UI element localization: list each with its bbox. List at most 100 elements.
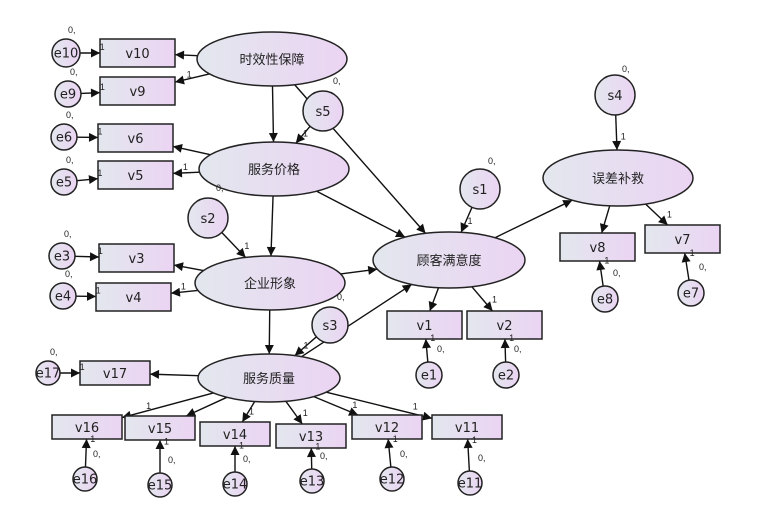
error-circle <box>72 466 98 492</box>
error-term-e9[interactable]: e9 <box>54 80 82 108</box>
error-term-e15[interactable]: e15 <box>147 472 173 498</box>
latent-variable-L_image[interactable]: 企业形象 <box>194 255 346 311</box>
variance-label: 0, <box>65 269 73 279</box>
error-circle <box>54 80 82 108</box>
observed-variable-v16[interactable]: v16 <box>51 414 123 440</box>
error-term-e4[interactable]: e4 <box>49 282 77 310</box>
path-arrow-e2-to-v2 <box>500 338 510 363</box>
error-term-e8[interactable]: e8 <box>591 285 619 313</box>
path-arrow-L_satis-to-v2 <box>471 286 494 312</box>
error-circle <box>677 279 705 307</box>
error-term-e6[interactable]: e6 <box>50 123 78 151</box>
error-term-e2[interactable]: e2 <box>492 361 520 389</box>
observed-variable-v17[interactable]: v17 <box>79 360 151 386</box>
latent-variable-L_time[interactable]: 时效性保障 <box>196 31 348 87</box>
error-term-e10[interactable]: e10 <box>51 38 81 68</box>
path-coefficient-label: 1 <box>97 168 102 178</box>
observed-box <box>97 160 174 190</box>
observed-variable-v12[interactable]: v12 <box>351 414 423 440</box>
variance-label: 0, <box>622 64 630 74</box>
path-coefficient-label: 1 <box>90 434 95 444</box>
disturbance-s2[interactable]: s2 <box>187 197 229 239</box>
latent-ellipse <box>194 255 346 311</box>
error-term-e13[interactable]: e13 <box>299 468 325 494</box>
path-coefficient-label: 1 <box>164 436 169 446</box>
observed-variable-v6[interactable]: v6 <box>97 123 174 153</box>
path-arrow-e8-to-v8 <box>596 260 606 287</box>
observed-variable-v7[interactable]: v7 <box>644 224 721 254</box>
disturbance-s3[interactable]: s3 <box>311 306 349 344</box>
observed-variable-v1[interactable]: v1 <box>386 310 463 340</box>
observed-variable-v13[interactable]: v13 <box>275 423 347 449</box>
latent-variable-L_satis[interactable]: 顾客满意度 <box>372 231 526 289</box>
path-coefficient-label: 1 <box>690 248 695 258</box>
latent-variable-L_remedy[interactable]: 误差补救 <box>542 149 694 207</box>
error-circle <box>50 123 78 151</box>
latent-label: 企业形象 <box>244 276 296 292</box>
observed-variable-v2[interactable]: v2 <box>466 310 543 340</box>
variance-label: 0, <box>478 453 486 463</box>
path-arrow-L_quality-to-v14 <box>241 401 256 423</box>
path-arrow-e11-to-v11 <box>463 438 473 472</box>
error-term-e11[interactable]: e11 <box>457 470 483 496</box>
path-arrow-L_quality-to-v15 <box>185 396 228 417</box>
disturbance-s5[interactable]: s5 <box>302 90 344 132</box>
error-term-e1[interactable]: e1 <box>415 361 443 389</box>
path-arrow-L_quality-to-v13 <box>285 400 303 425</box>
observed-label: v1 <box>417 319 433 334</box>
path-arrow-L_image-to-v4 <box>170 287 198 297</box>
variance-label: 0, <box>320 451 328 461</box>
path-coefficient-label: 1 <box>604 256 609 266</box>
observed-variable-v3[interactable]: v3 <box>98 243 175 273</box>
observed-box <box>351 414 423 440</box>
disturbance-circle <box>187 197 229 239</box>
observed-label: v16 <box>75 421 99 436</box>
variance-label: 0, <box>514 344 522 354</box>
variance-label: 0, <box>437 344 445 354</box>
observed-variable-v4[interactable]: v4 <box>95 282 172 312</box>
path-arrow-e16-to-v16 <box>81 438 91 468</box>
path-arrow-L_time-to-v10 <box>174 50 198 60</box>
error-label: e17 <box>36 367 61 382</box>
latent-ellipse <box>196 31 348 87</box>
observed-box <box>386 310 463 340</box>
variance-label: 0, <box>168 455 176 465</box>
latent-variable-L_quality[interactable]: 服务质量 <box>197 353 341 403</box>
path-arrow-s4-to-L_remedy <box>612 114 622 151</box>
observed-variable-v11[interactable]: v11 <box>431 414 503 440</box>
error-term-e16[interactable]: e16 <box>72 466 98 492</box>
observed-variable-v8[interactable]: v8 <box>559 232 636 262</box>
variance-label: 0, <box>699 262 707 272</box>
observed-box <box>124 415 196 441</box>
observed-box <box>431 414 503 440</box>
path-coefficient-label: 1 <box>667 209 672 219</box>
latent-variable-L_price[interactable]: 服务价格 <box>198 141 350 197</box>
error-term-e5[interactable]: e5 <box>50 168 78 196</box>
error-term-e14[interactable]: e14 <box>222 471 248 497</box>
observed-box <box>199 421 271 447</box>
path-coefficient-label: 1 <box>472 435 477 445</box>
observed-box <box>99 38 176 68</box>
variance-label: 0, <box>613 268 621 278</box>
error-term-e12[interactable]: e12 <box>379 466 405 492</box>
variance-label: 0, <box>488 156 496 166</box>
path-arrow-e9-to-v9 <box>80 88 101 98</box>
error-term-e7[interactable]: e7 <box>677 279 705 307</box>
error-circle <box>299 468 325 494</box>
error-label: e13 <box>300 475 325 490</box>
path-coefficient-label: 1 <box>413 402 418 412</box>
disturbance-s4[interactable]: s4 <box>594 74 636 116</box>
observed-variable-v5[interactable]: v5 <box>97 160 174 190</box>
error-label: e16 <box>73 473 98 488</box>
observed-variable-v9[interactable]: v9 <box>99 76 176 106</box>
error-term-e17[interactable]: e17 <box>35 360 61 386</box>
path-coefficient-label: 1 <box>98 246 103 256</box>
observed-variable-v15[interactable]: v15 <box>124 415 196 441</box>
observed-variable-v10[interactable]: v10 <box>99 38 176 68</box>
path-arrow-L_satis-to-L_remedy <box>494 199 573 239</box>
observed-variable-v14[interactable]: v14 <box>199 421 271 447</box>
error-term-e3[interactable]: e3 <box>48 242 76 270</box>
disturbance-s1[interactable]: s1 <box>459 168 501 210</box>
observed-box <box>95 282 172 312</box>
path-arrow-e5-to-v5 <box>76 175 99 185</box>
